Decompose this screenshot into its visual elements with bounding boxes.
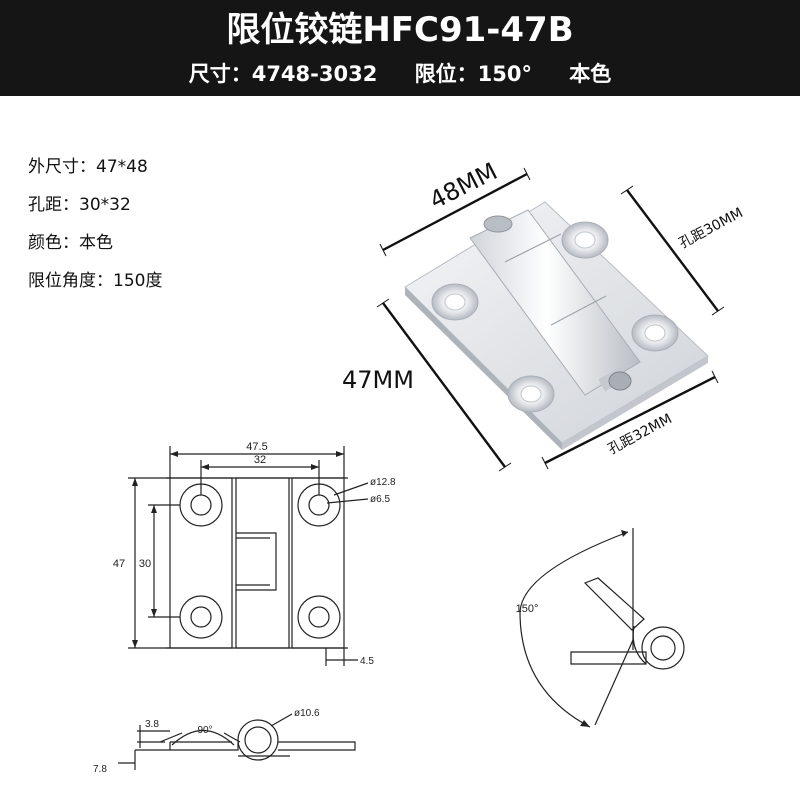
- hole-pitch-32-label: 孔距32MM: [605, 411, 674, 458]
- dim-edge-offset: 4.5: [360, 656, 374, 667]
- dim-side-height: 7.8: [93, 764, 107, 775]
- dim-hole-spacing-x: 32: [254, 454, 266, 466]
- front-view-drawing: [128, 446, 369, 666]
- dim-knuckle: ø10.6: [294, 708, 320, 719]
- hole-4: [631, 314, 679, 352]
- side-view-drawing: [118, 713, 356, 770]
- height-label: 47MM: [342, 366, 414, 394]
- dim-plate-thickness: 3.8: [145, 719, 159, 730]
- hole-3: [507, 375, 555, 413]
- photo-dimension-lines: [382, 172, 719, 468]
- limit-label: 限位：150°: [414, 62, 532, 86]
- spec-outer-size: 外尺寸：47*48: [28, 157, 148, 177]
- hole-1: [431, 283, 479, 321]
- dim-overall-width: 47.5: [246, 441, 267, 453]
- dim-hole-spacing-y: 30: [139, 558, 151, 570]
- dim-hole: ø6.5: [370, 494, 390, 505]
- size-label: 尺寸：4748-3032: [188, 62, 378, 86]
- spec-limit-angle: 限位角度：150度: [28, 271, 163, 291]
- pin-bottom: [608, 371, 632, 391]
- header-banner: [0, 0, 800, 96]
- spec-hole-pitch: 孔距：30*32: [28, 195, 131, 215]
- spec-color: 颜色：本色: [28, 233, 113, 253]
- pin-top: [483, 215, 513, 233]
- dim-counterbore: ø12.8: [370, 477, 396, 488]
- spec-list: 外尺寸：47*48 孔距：30*32 颜色：本色 限位角度：150度: [28, 148, 162, 300]
- dim-overall-height: 47: [113, 558, 125, 570]
- dim-rotation-angle: 150°: [516, 603, 539, 615]
- product-subtitle: 尺寸：4748-3032 限位：150° 本色: [0, 58, 800, 90]
- rotation-view-drawing: [519, 528, 685, 728]
- hole-2: [561, 221, 609, 259]
- product-title: 限位铰链HFC91-47B: [226, 10, 574, 50]
- hole-pitch-30-label: 孔距30MM: [676, 205, 745, 252]
- dim-side-angle: 90°: [197, 725, 212, 736]
- hinge-photo: [404, 201, 709, 450]
- width-label: 48MM: [425, 157, 502, 215]
- color-label: 本色: [569, 62, 612, 86]
